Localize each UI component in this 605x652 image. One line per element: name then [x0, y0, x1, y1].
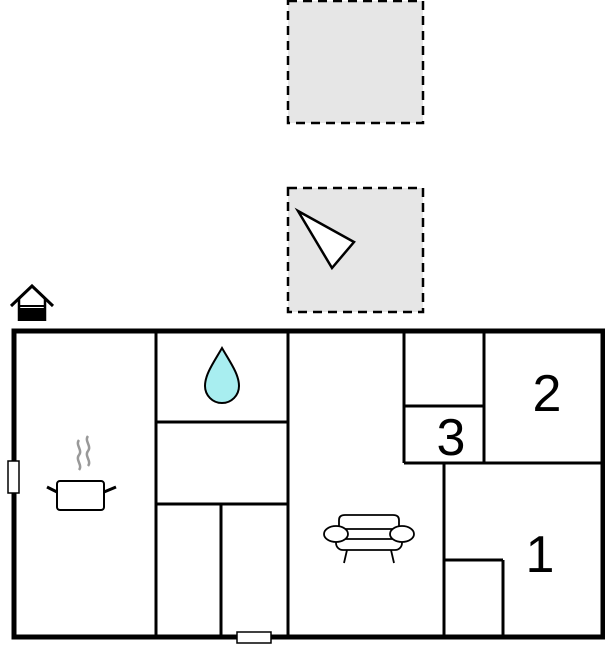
- cooking-pot-icon: [46, 435, 117, 511]
- terrace-area: [286, 186, 425, 314]
- outdoor-area-top: [286, 0, 425, 125]
- room-label-3: 3: [437, 409, 466, 467]
- house-entrance-icon: [9, 283, 55, 321]
- interior-walls: [154, 331, 603, 637]
- sofa-icon: [323, 514, 415, 564]
- window-left: [7, 460, 20, 494]
- door-bottom: [236, 631, 272, 644]
- room-label-1: 1: [526, 526, 555, 584]
- direction-arrow-icon: [294, 207, 356, 271]
- room-label-2: 2: [533, 365, 562, 423]
- water-drop-icon: [203, 345, 241, 404]
